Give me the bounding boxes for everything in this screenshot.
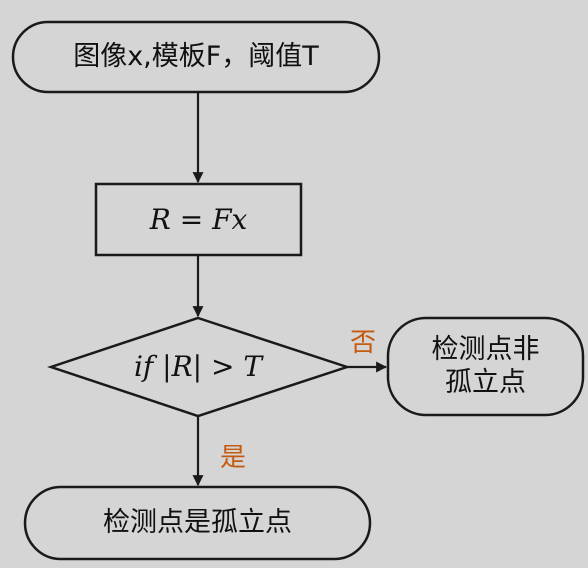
- start-terminal-label: 图像x,模板F，阈值T: [73, 40, 319, 72]
- compute-process-label: R = Fx: [149, 202, 248, 236]
- not-isolated-terminal-label: 检测点非 孤立点: [431, 334, 540, 398]
- start-terminal-shape: [11, 20, 381, 94]
- yes-branch-label: 是: [220, 443, 247, 473]
- isolated-terminal-label: 检测点是孤立点: [103, 506, 292, 538]
- not-isolated-terminal-shape: [386, 316, 585, 417]
- isolated-terminal-shape: [23, 485, 372, 561]
- decision-label: if |R| > T: [133, 350, 263, 384]
- no-branch-label: 否: [350, 328, 377, 358]
